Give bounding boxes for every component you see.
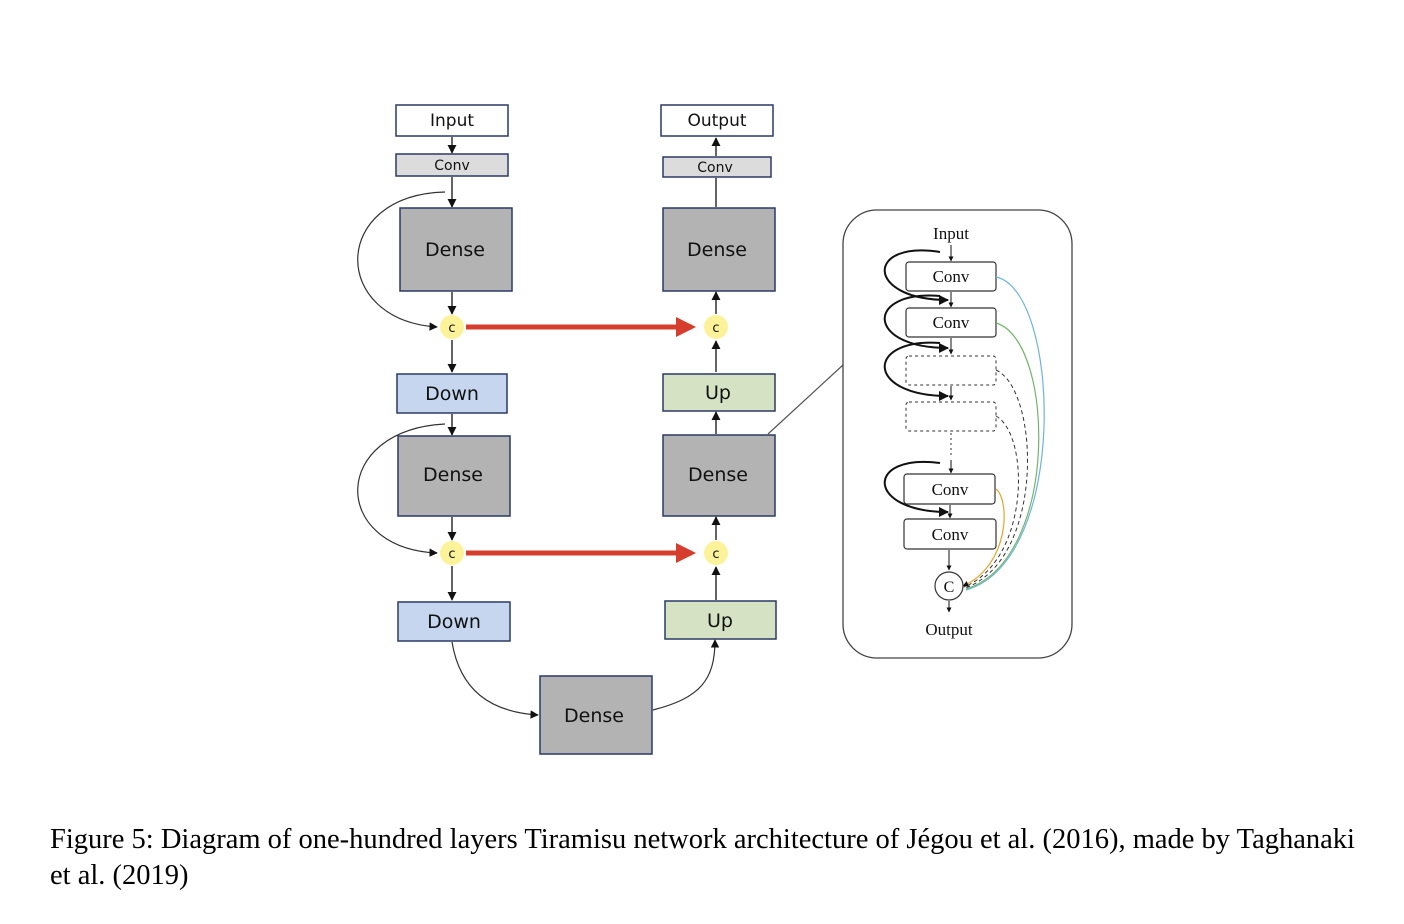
figure-caption: Figure 5: Diagram of one-hundred layers … [50, 824, 1355, 891]
decoder-concat1-label: c [712, 321, 719, 336]
decoder-up2-box [664, 600, 777, 640]
detail-loop-4 [883, 460, 949, 517]
decoder-dense1-box [662, 207, 776, 292]
detail-conv2-box [905, 307, 997, 338]
decoder: Output Conv Dense c Up Dense c Up [660, 104, 777, 640]
detail-connector-line [767, 364, 844, 435]
detail-concat-label: C [944, 579, 955, 596]
decoder-conv-box [662, 156, 772, 178]
encoder-concat2-node [440, 541, 464, 565]
bottleneck-dense-box [539, 675, 653, 755]
encoder: Input Conv Dense c Down Dense c Down [357, 104, 513, 642]
encoder-dense2-label: Dense [423, 464, 483, 486]
encoder-concat2-label: c [448, 547, 455, 562]
decoder-up1-label: Up [705, 382, 731, 404]
decoder-concat2-label: c [712, 547, 719, 562]
arrow-down2-to-bottleneck [451, 641, 539, 719]
detail-conv4-box [903, 518, 997, 550]
detail-conv3-box [903, 473, 996, 505]
decoder-dense1-label: Dense [687, 239, 747, 261]
encoder-dense1-box [399, 207, 513, 292]
detail-output-label: Output [925, 620, 973, 639]
encoder-down2-box [397, 601, 511, 642]
tiramisu-diagram: Input Conv Dense c Down Dense c Down [357, 104, 1073, 755]
skip-curve-dense1 [357, 191, 446, 331]
encoder-down2-label: Down [427, 611, 481, 633]
skip-curve-dense2 [357, 423, 446, 557]
bottleneck-dense-label: Dense [564, 705, 624, 727]
detail-conv4-label: Conv [932, 525, 969, 544]
detail-dashed-layer2 [905, 401, 997, 432]
decoder-dense2-label: Dense [688, 464, 748, 486]
decoder-concat1-node [704, 315, 728, 339]
arrow-bottleneck-to-up2 [652, 639, 720, 711]
encoder-concat1-label: c [448, 321, 455, 336]
encoder-dense1-label: Dense [425, 239, 485, 261]
decoder-concat2-node [704, 541, 728, 565]
decoder-output-box [660, 104, 774, 137]
decoder-dense2-box [662, 434, 776, 517]
detail-conv2-label: Conv [933, 313, 970, 332]
decoder-output-label: Output [687, 111, 746, 131]
detail-link-conv3 [962, 488, 1005, 587]
encoder-concat1-node [440, 315, 464, 339]
encoder-conv-label: Conv [434, 158, 470, 174]
detail-dashed-layer1 [905, 355, 997, 386]
encoder-conv-box [395, 153, 509, 177]
decoder-up1-box [662, 373, 776, 412]
detail-link-conv1 [965, 276, 1045, 591]
decoder-conv-label: Conv [697, 160, 733, 176]
detail-conv1-box [905, 261, 997, 292]
decoder-up2-label: Up [707, 610, 733, 632]
encoder-input-box [395, 104, 509, 137]
detail-loop-2 [883, 294, 949, 353]
detail-conv1-label: Conv [933, 267, 970, 286]
detail-link-layer3 [964, 369, 1029, 589]
detail-input-label: Input [933, 224, 969, 243]
detail-loop-1 [883, 249, 949, 305]
encoder-input-label: Input [430, 111, 474, 131]
bottleneck: Dense [451, 639, 720, 755]
encoder-down1-box [396, 373, 508, 414]
detail-conv3-label: Conv [932, 480, 969, 499]
encoder-dense2-box [397, 435, 511, 517]
detail-loop-3 [883, 341, 949, 401]
detail-link-conv2 [965, 322, 1040, 590]
detail-link-layer4 [963, 415, 1019, 588]
encoder-down1-label: Down [425, 383, 479, 405]
dense-block-detail: Input Conv Conv Conv Conv C Output [842, 209, 1073, 659]
